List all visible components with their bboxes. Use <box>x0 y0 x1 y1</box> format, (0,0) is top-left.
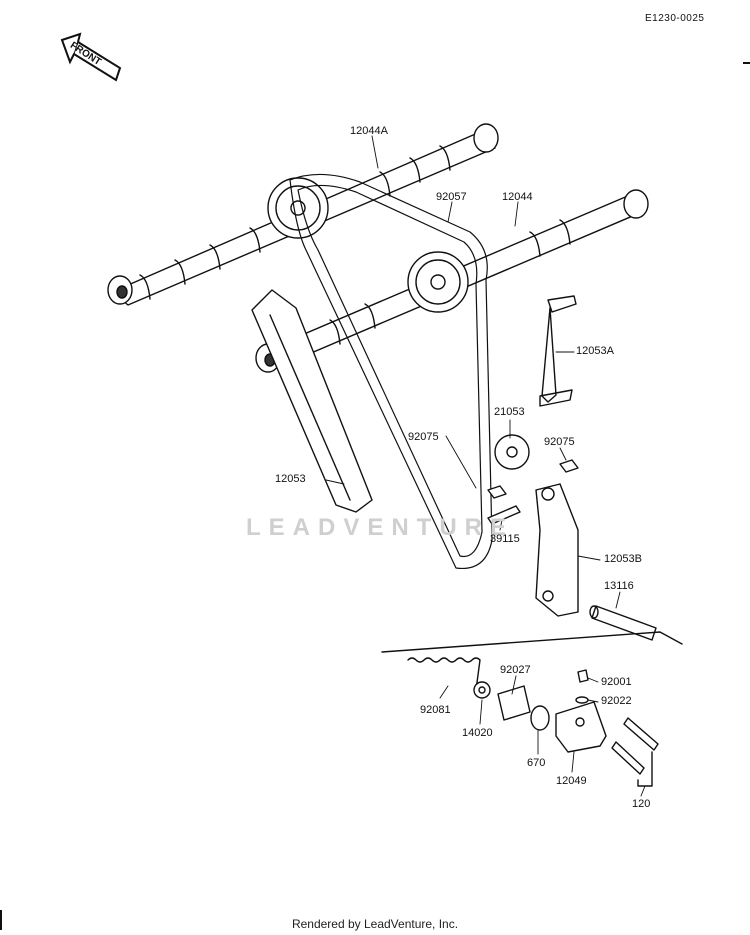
idler-sprocket-21053 <box>494 434 530 470</box>
sleeve-92027 <box>497 685 531 721</box>
part-label-12049[interactable]: 12049 <box>556 775 587 787</box>
part-label-12044[interactable]: 12044 <box>502 191 533 203</box>
part-label-92027[interactable]: 92027 <box>500 664 531 676</box>
part-label-12053b[interactable]: 12053B <box>604 553 642 565</box>
spring-92081 <box>407 657 481 691</box>
bolt-92001 <box>577 669 589 683</box>
part-label-92001[interactable]: 92001 <box>601 676 632 688</box>
part-label-92081[interactable]: 92081 <box>420 704 451 716</box>
part-label-39115[interactable]: 39115 <box>490 533 520 545</box>
watermark: LEADVENTURE <box>246 514 515 541</box>
part-label-92057[interactable]: 92057 <box>436 191 467 203</box>
edge-mark <box>0 910 2 930</box>
leader-lines <box>325 135 646 797</box>
tensioner-body-12049 <box>555 701 607 753</box>
bolts-120 <box>611 717 659 787</box>
front-arrow-icon <box>60 32 122 82</box>
nut-14020 <box>473 681 491 699</box>
chain-guide-12053a <box>539 295 577 407</box>
tensioner-arm-12053b <box>535 483 579 617</box>
part-label-13116[interactable]: 13116 <box>604 580 634 592</box>
cam-chain-92057 <box>289 173 493 570</box>
pin-13116 <box>589 605 657 641</box>
diagram-code: E1230-0025 <box>645 13 705 24</box>
part-label-92075[interactable]: 92075 <box>544 436 575 448</box>
block-92075 <box>487 459 579 499</box>
assembly-bracket-line <box>381 631 683 653</box>
part-label-12053[interactable]: 12053 <box>275 473 306 485</box>
part-label-21053[interactable]: 21053 <box>494 406 525 418</box>
pin-39115 <box>487 505 521 525</box>
sprocket-upper <box>267 177 329 239</box>
part-label-12044a[interactable]: 12044A <box>350 125 388 137</box>
part-label-92075[interactable]: 92075 <box>408 431 439 443</box>
footer-credit: Rendered by LeadVenture, Inc. <box>291 917 459 931</box>
edge-mark <box>743 62 750 64</box>
part-label-120[interactable]: 120 <box>632 798 651 810</box>
part-label-92022[interactable]: 92022 <box>601 695 632 707</box>
washer-92022 <box>575 696 589 704</box>
part-label-12053a[interactable]: 12053A <box>576 345 614 357</box>
part-label-14020[interactable]: 14020 <box>462 727 493 739</box>
sprocket-front <box>407 251 469 313</box>
part-label-670[interactable]: 670 <box>527 757 546 769</box>
o-ring-670 <box>530 705 550 731</box>
chain-guide-12053 <box>251 289 373 513</box>
